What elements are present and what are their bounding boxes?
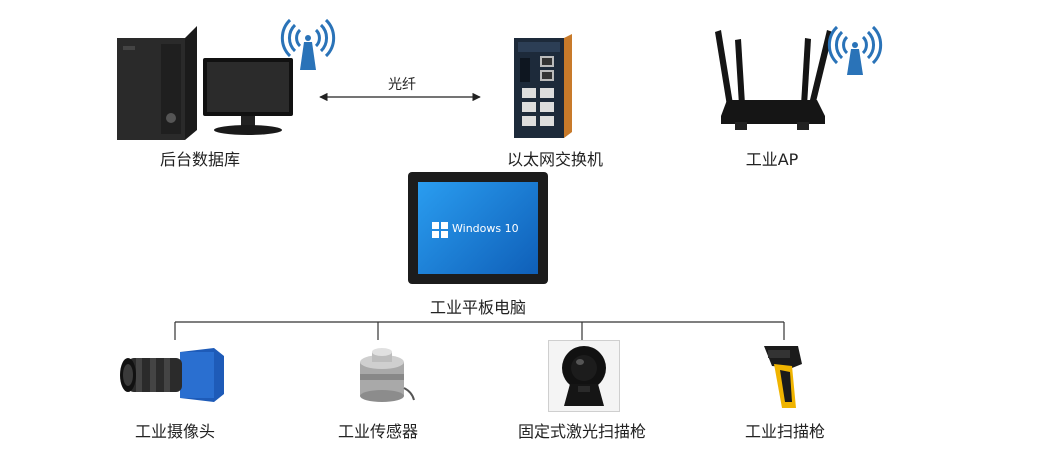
tablet-screen: Windows 10: [418, 182, 538, 274]
ethernet-switch-icon: [514, 34, 572, 138]
switch-label: 以太网交换机: [506, 150, 603, 169]
sensor-label: 工业传感器: [337, 422, 418, 441]
laser-scanner-label: 固定式激光扫描枪: [517, 422, 646, 441]
fiber-link-label: 光纤: [388, 77, 416, 93]
industrial-camera-icon: [120, 348, 224, 402]
camera-label: 工业摄像头: [134, 422, 215, 441]
screen-os-text: Windows 10: [452, 222, 519, 235]
windows-logo-icon: [432, 222, 448, 238]
load-sensor-icon: [360, 348, 415, 402]
wireless-router-icon: [715, 25, 883, 130]
tablet-pc-icon: Windows 10: [408, 172, 548, 284]
handheld-scanner-label: 工业扫描枪: [744, 422, 825, 441]
server-label: 后台数据库: [159, 150, 240, 169]
laser-scanner-icon: [548, 340, 620, 412]
handheld-scanner-icon: [764, 346, 802, 408]
tablet-label: 工业平板电脑: [429, 298, 526, 317]
ap-label: 工业AP: [745, 150, 799, 169]
desktop-computer-icon: [117, 18, 336, 140]
